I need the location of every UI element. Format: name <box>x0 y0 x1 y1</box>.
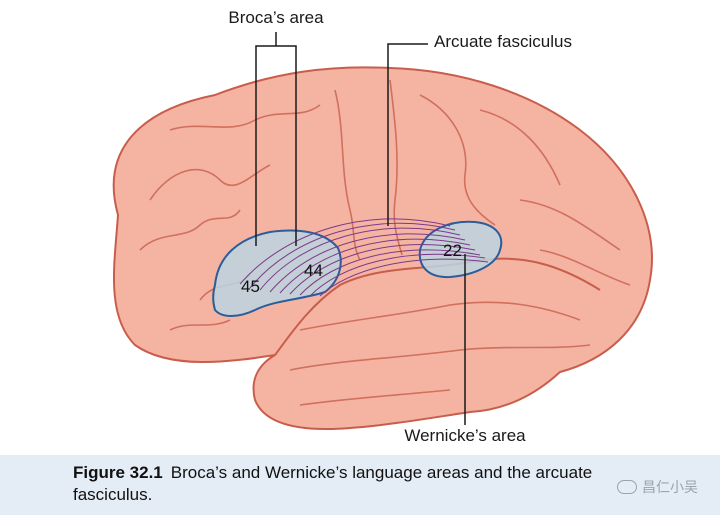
sylvian-fissure <box>274 257 601 356</box>
brain-illustration: Broca’s area Arcuate fasciculus Wernicke… <box>112 8 653 445</box>
area-22-label: 22 <box>443 241 462 260</box>
area-45-label: 45 <box>241 277 260 296</box>
area-44-label: 44 <box>304 261 323 280</box>
arcuate-leader <box>387 43 428 226</box>
wechat-icon <box>617 480 637 494</box>
caption-band <box>0 455 720 515</box>
arcuate-fasciculus-fibers <box>239 218 489 297</box>
arcuate-label: Arcuate fasciculus <box>434 32 572 51</box>
watermark-text: 昌仁小吴 <box>642 479 698 495</box>
gyri-lines <box>139 79 631 406</box>
wernicke-label: Wernicke’s area <box>404 426 526 445</box>
watermark: 昌仁小吴 <box>617 477 698 497</box>
leader-lines <box>255 32 466 425</box>
broca-label: Broca’s area <box>228 8 324 27</box>
caption-text: Broca’s and Wernicke’s language areas an… <box>73 463 593 504</box>
figure-number: Figure 32.1 <box>73 463 163 482</box>
